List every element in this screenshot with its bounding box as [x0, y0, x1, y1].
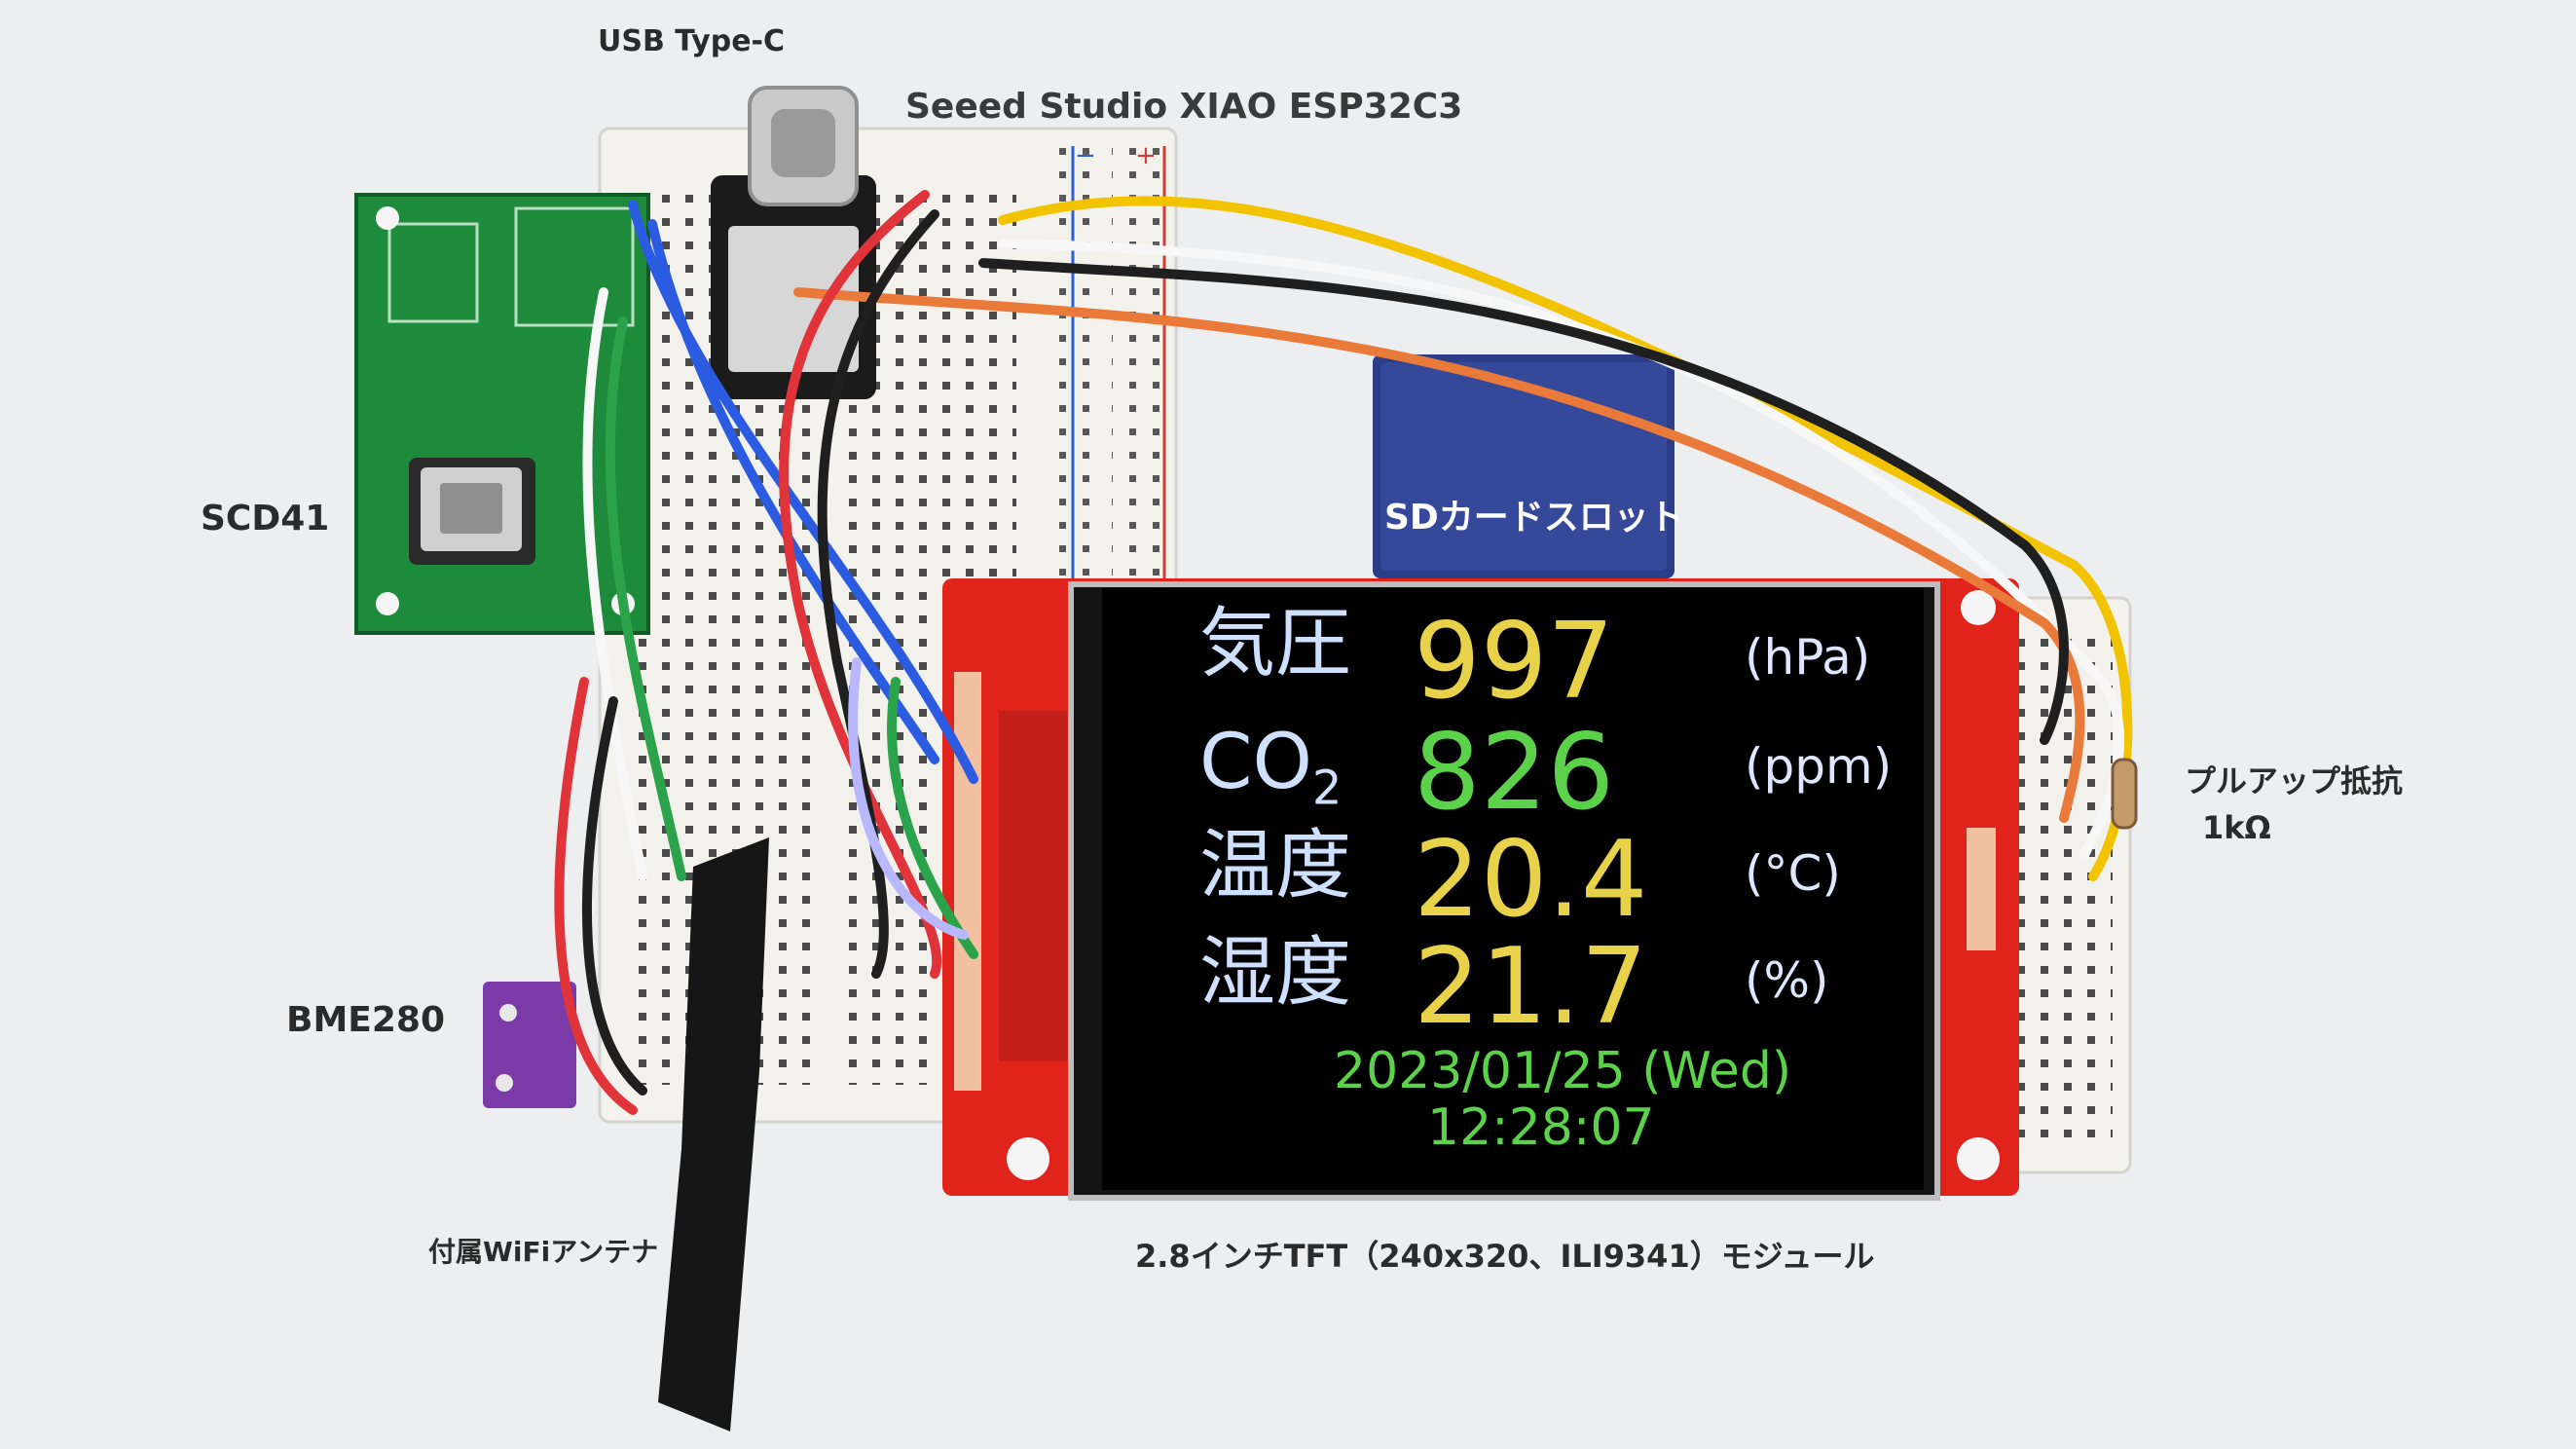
pullup-resistor	[2111, 758, 2138, 830]
sd-slot-label: SDカードスロット	[1384, 498, 1684, 538]
reading-humidity-label: 湿度	[1199, 929, 1352, 1017]
reading-co2-value: 826	[1414, 712, 1615, 834]
scd41-label: SCD41	[201, 499, 330, 539]
xiao-label: Seeed Studio XIAO ESP32C3	[905, 87, 1463, 127]
display-time: 12:28:07	[1427, 1098, 1655, 1157]
pullup-value-label: 1kΩ	[2202, 809, 2271, 846]
usb-label: USB Type-C	[598, 24, 786, 58]
reading-pressure-value: 997	[1414, 601, 1615, 723]
wifi-antenna	[658, 837, 769, 1431]
svg-text:−: −	[1075, 141, 1096, 170]
tft-label: 2.8インチTFT（240x320、ILI9341）モジュール	[1135, 1238, 1875, 1275]
svg-text:+: +	[1135, 141, 1157, 170]
reading-temperature-unit: (°C)	[1745, 845, 1841, 902]
reading-temperature-label: 温度	[1199, 822, 1352, 910]
bme280-label: BME280	[286, 1000, 446, 1040]
scd41-board	[354, 193, 650, 635]
display-date: 2023/01/25 (Wed)	[1334, 1042, 1792, 1100]
reading-temperature-value: 20.4	[1414, 819, 1648, 941]
pullup-label: プルアップ抵抗	[2185, 762, 2404, 799]
bme280-board	[483, 982, 576, 1108]
reading-co2-label: CO2	[1199, 719, 1343, 816]
reading-humidity-value: 21.7	[1414, 926, 1648, 1048]
tft-screen: 気圧 997 (hPa) CO2 826 (ppm) 温度 20.4 (°C) …	[1106, 590, 1924, 1188]
reading-pressure-unit: (hPa)	[1745, 629, 1871, 686]
reading-co2-unit: (ppm)	[1745, 738, 1893, 795]
reading-pressure-label: 気圧	[1199, 600, 1352, 687]
reading-humidity-unit: (%)	[1745, 952, 1829, 1009]
antenna-label: 付属WiFiアンテナ	[428, 1236, 659, 1268]
